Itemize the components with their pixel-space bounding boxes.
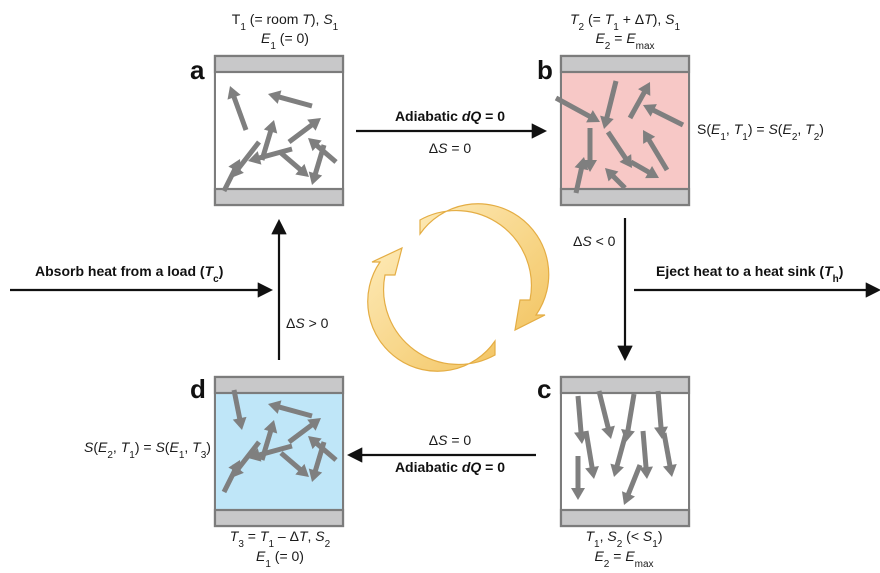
label-b-entropy: S(E1, T1) = S(E2, T2) <box>697 121 824 143</box>
spin-arrow-b <box>554 95 600 123</box>
label-absorb-heat: Absorb heat from a load (Tc) <box>35 263 223 285</box>
panel-b-top-plate <box>559 54 691 74</box>
spin-arrow-c <box>621 464 643 505</box>
panel-a-bottom-plate <box>213 187 345 207</box>
spin-arrow-b <box>605 130 632 168</box>
spin-arrow-c <box>571 456 585 500</box>
panel-c-top-plate <box>559 375 691 395</box>
panel-letter-b: b <box>537 55 553 85</box>
label-d-entropy: S(E2, T1) = S(E1, T3) <box>84 439 211 461</box>
label-d-to-a-entropy: ΔS > 0 <box>286 315 329 331</box>
spin-arrow-b <box>643 104 685 128</box>
spin-arrow-b <box>627 82 651 120</box>
spin-arrow-c <box>596 390 615 439</box>
label-a-to-b-adiabatic: Adiabatic dQ = 0 <box>395 108 505 124</box>
panel-c <box>559 375 691 528</box>
panel-d-top-plate <box>213 375 345 395</box>
spin-arrow-d <box>279 451 309 477</box>
spin-arrow-d <box>308 436 338 462</box>
spin-arrow-c <box>610 432 629 477</box>
panel-d-bottom-plate <box>213 508 345 528</box>
panel-d <box>213 375 345 528</box>
spin-arrow-a <box>248 146 293 165</box>
spin-arrow-c <box>639 430 653 479</box>
panel-a-top-plate <box>213 54 345 74</box>
panel-letter-a: a <box>190 55 205 85</box>
spin-arrow-c <box>654 390 668 439</box>
spin-arrow-d <box>248 443 293 462</box>
label-b-state-2: E2 = Emax <box>595 30 654 52</box>
panel-letter-c: c <box>537 374 551 404</box>
label-c-state-2: E2 = Emax <box>594 548 653 570</box>
spin-arrow-a <box>221 159 241 193</box>
spin-arrow-a <box>279 151 309 177</box>
spin-arrow-b <box>583 128 597 172</box>
panel-b <box>554 54 691 207</box>
label-d-state-2: E1 (= 0) <box>256 548 304 570</box>
panel-b-bottom-plate <box>559 187 691 207</box>
spin-arrow-b <box>629 159 659 179</box>
label-b-state-1: T2 (= T1 + ΔT), S1 <box>570 11 681 33</box>
spin-arrow-b <box>643 130 670 172</box>
label-c-state-1: T1, S2 (< S1) <box>585 528 662 550</box>
spin-arrow-d <box>231 389 247 430</box>
label-c-to-d-entropy: ΔS = 0 <box>429 432 472 448</box>
spin-arrow-d <box>268 400 313 419</box>
panel-a <box>213 54 345 207</box>
spin-arrow-a <box>227 86 249 131</box>
spin-arrow-a <box>308 138 338 164</box>
spin-arrow-b <box>600 80 619 129</box>
spin-arrow-d <box>221 460 241 494</box>
spin-arrow-b <box>605 168 627 190</box>
label-a-to-b-entropy: ΔS = 0 <box>429 140 472 156</box>
spin-arrow-c <box>661 432 677 477</box>
spin-arrow-a <box>268 90 313 109</box>
label-eject-heat: Eject heat to a heat sink (Th) <box>656 263 843 285</box>
spin-arrow-a <box>287 118 321 144</box>
label-c-to-d-adiabatic: Adiabatic dQ = 0 <box>395 459 505 475</box>
spin-arrow-b <box>573 157 589 194</box>
panel-letter-d: d <box>190 374 206 404</box>
spin-arrow-c <box>621 393 637 442</box>
label-d-state-1: T3 = T1 – ΔT, S2 <box>230 528 331 550</box>
label-a-state-1: T1 (= room T), S1 <box>232 11 339 33</box>
label-b-to-c-entropy: ΔS < 0 <box>573 233 616 249</box>
spin-arrow-d <box>287 418 321 445</box>
cycle-icon <box>367 203 550 372</box>
panel-c-bottom-plate <box>559 508 691 528</box>
label-a-state-2: E1 (= 0) <box>261 30 309 52</box>
spin-arrow-c <box>583 430 599 479</box>
